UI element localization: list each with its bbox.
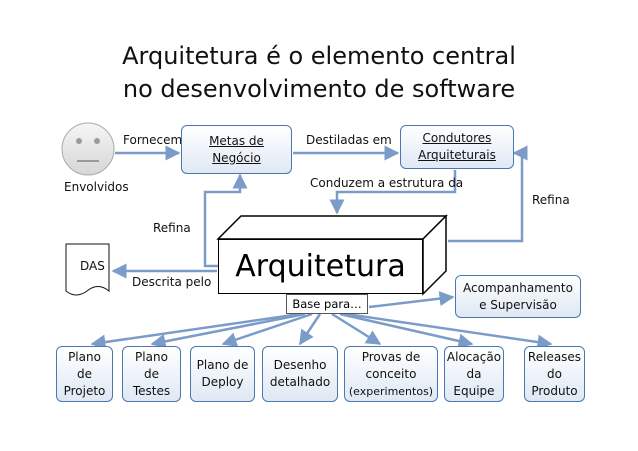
edge-conduzem [329,170,457,215]
node-condutores: Condutores Arquiteturais [400,125,514,169]
output-provas-conceito: Provas de conceito (experimentos) [344,346,438,402]
output-releases-produto: Releases do Produto [524,346,585,402]
edge-refina-right [448,145,528,243]
output-alocacao-equipe: Alocação da Equipe [444,346,504,402]
node-envolvidos-label: Envolvidos [64,180,129,194]
output-line: Alocação [446,349,502,364]
output-plano-testes: Plano de Testes [122,346,181,402]
metas-line-2: Negócio [212,150,261,165]
label-fornecem: Fornecem [123,133,183,147]
output-line: detalhado [269,375,331,389]
smiley-face-icon [61,122,115,176]
output-line: (experimentos) [348,384,434,398]
output-line: do [547,366,562,381]
output-line: da [466,366,482,381]
output-line: Desenho [273,358,327,372]
output-line: de [77,366,92,381]
output-desenho-detalhado: Desenho detalhado [262,346,338,402]
condutores-line-2: Arquiteturais [418,148,496,162]
output-line: Provas de [361,349,421,364]
metas-line-1: Metas de [209,133,264,148]
label-refina-left: Refina [153,221,191,235]
output-line: Plano [135,349,168,364]
node-acompanhamento: Acompanhamento e Supervisão [455,275,581,318]
architecture-block-3d [216,214,448,296]
output-line: Testes [132,383,171,398]
acompanhamento-line-2: e Supervisão [479,297,557,312]
output-plano-deploy: Plano de Deploy [190,346,255,402]
document-icon [65,243,110,296]
output-line: Plano [68,349,101,364]
output-line: Releases [527,349,582,364]
output-line: Equipe [453,383,495,398]
label-conduzem: Conduzem a estrutura da [310,176,464,190]
label-refina-right: Refina [532,193,570,207]
output-line: Produto [531,383,578,398]
fanout-edges [90,312,553,350]
output-line: de [143,366,159,381]
output-plano-projeto: Plano de Projeto [56,346,113,402]
condutores-line-1: Condutores [422,131,492,145]
output-line: Plano de [196,358,249,372]
node-base-para: Base para… [286,294,368,314]
node-das-label: DAS [80,259,105,273]
label-destiladas: Destiladas em [306,133,392,147]
label-descrita: Descrita pelo [132,275,212,289]
output-line: Projeto [63,383,106,398]
edge-refina-left [203,173,248,268]
output-line: Deploy [201,375,244,389]
diagram-title: Arquitetura é o elemento central no dese… [0,40,638,106]
edge-acompanhamento [368,291,455,309]
output-line: conceito [365,366,417,381]
node-arquitetura: Arquitetura [218,239,423,294]
title-line-1: Arquitetura é o elemento central [122,42,516,70]
acompanhamento-line-1: Acompanhamento [463,280,573,295]
title-line-2: no desenvolvimento de software [122,75,516,103]
node-metas-negocio: Metas de Negócio [181,125,292,174]
